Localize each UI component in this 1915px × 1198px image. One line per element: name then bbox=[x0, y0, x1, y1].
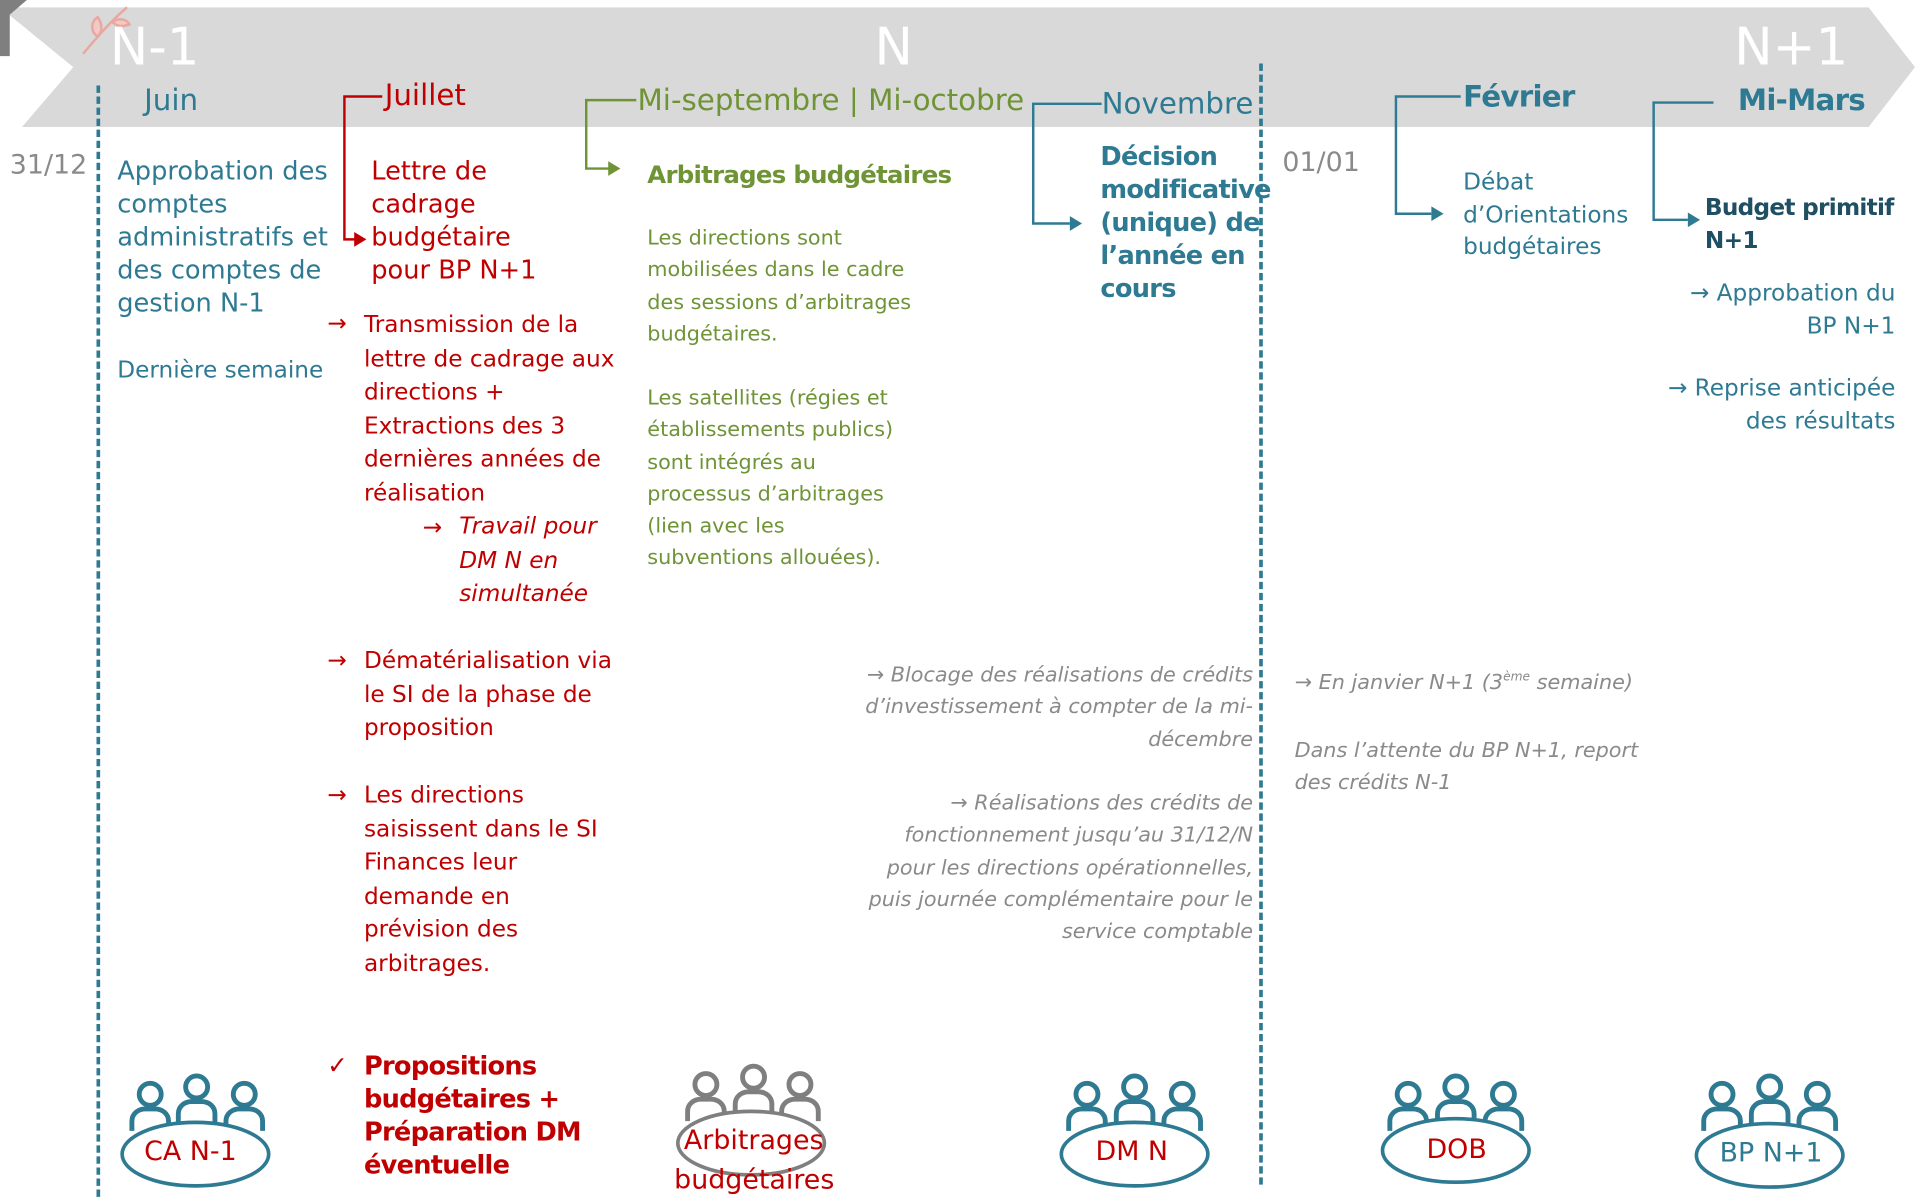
juillet-propositions: Propositions budgétaires + Préparation D… bbox=[363, 1051, 582, 1180]
novembre-title: Décision modificative (unique) de l’anné… bbox=[1100, 141, 1271, 303]
juillet-bullet1: Transmission de la lettre de cadrage aux… bbox=[363, 311, 615, 507]
arbitrages-para2: Les satellites (régies et établissements… bbox=[647, 385, 894, 571]
period-mi-mars: Mi-Mars bbox=[1737, 83, 1866, 118]
year-n-minus-1: N-1 bbox=[109, 17, 200, 77]
check-icon: ✓ bbox=[327, 1050, 348, 1080]
date-end-year: 31/12 bbox=[9, 150, 88, 181]
meeting-ca: CA N-1 bbox=[144, 1137, 237, 1168]
mars-item-reprise: → Reprise anticipée des résultats bbox=[1667, 374, 1896, 435]
period-novembre: Novembre bbox=[1101, 86, 1254, 121]
separator-line-left bbox=[96, 85, 101, 1197]
people-group-icon bbox=[1380, 1076, 1531, 1185]
juillet-sub1: Travail pour DM N en simultanée bbox=[459, 512, 597, 607]
note-report-credits: Dans l’attente du BP N+1, report des cré… bbox=[1294, 738, 1639, 796]
meeting-arbitrages-line1: Arbitrages bbox=[683, 1126, 824, 1157]
separator-line-right bbox=[1259, 63, 1263, 1185]
year-n-plus-1: N+1 bbox=[1734, 17, 1849, 77]
juillet-sub1-arrow: → bbox=[422, 514, 443, 542]
juillet-bullet1-arrow: → bbox=[327, 310, 347, 338]
date-start-year: 01/01 bbox=[1282, 147, 1360, 179]
arbitrages-para1: Les directions sont mobilisées dans le c… bbox=[647, 225, 912, 347]
meeting-icons bbox=[120, 1050, 1845, 1189]
juillet-title: Lettre de cadrage budgétaire pour BP N+1 bbox=[371, 156, 537, 285]
juillet-bullet3: Les directions saisissent dans le SI Fin… bbox=[363, 781, 598, 977]
note-janvier-sup: ème bbox=[1503, 670, 1531, 685]
juillet-bullet3-arrow: → bbox=[327, 781, 347, 809]
meeting-dob: DOB bbox=[1426, 1134, 1487, 1166]
period-juin: Juin bbox=[144, 83, 199, 118]
period-juillet: Juillet bbox=[384, 78, 466, 113]
people-group-icon bbox=[675, 1066, 827, 1177]
meeting-arbitrages-line2: budgétaires bbox=[674, 1165, 835, 1196]
people-group-icon bbox=[1694, 1076, 1845, 1189]
note-realisations-fonctionnement: → Réalisations des crédits de fonctionne… bbox=[868, 791, 1254, 945]
connector-lines bbox=[343, 95, 1714, 247]
note-blocage-investissement: → Blocage des réalisations de crédits d’… bbox=[865, 663, 1254, 752]
mars-item-approbation: → Approbation du BP N+1 bbox=[1689, 279, 1896, 339]
meeting-dm: DM N bbox=[1095, 1137, 1169, 1168]
flag-corner-icon bbox=[0, 0, 27, 57]
people-group-icon bbox=[120, 1076, 271, 1188]
juillet-bullet2: Dématérialisation via le SI de la phase … bbox=[363, 647, 612, 742]
juin-timing: Dernière semaine bbox=[117, 356, 324, 384]
note-janvier-prefix: → En janvier N+1 (3 bbox=[1294, 670, 1504, 695]
year-n: N bbox=[874, 17, 913, 77]
period-fevrier: Février bbox=[1463, 79, 1575, 114]
juillet-bullet2-arrow: → bbox=[327, 647, 347, 675]
fevrier-title: Débat d’Orientations budgétaires bbox=[1463, 168, 1629, 261]
note-janvier: → En janvier N+1 (3ème semaine) bbox=[1295, 670, 1633, 694]
juin-title: Approbation des comptes administratifs e… bbox=[117, 156, 328, 318]
mars-title: Budget primitif N+1 bbox=[1704, 194, 1894, 254]
note-janvier-suffix: semaine) bbox=[1530, 670, 1633, 695]
arbitrages-title: Arbitrages budgétaires bbox=[647, 159, 952, 190]
meeting-bp: BP N+1 bbox=[1719, 1138, 1823, 1169]
people-group-icon bbox=[1059, 1076, 1210, 1188]
leaf-decoration-icon bbox=[82, 6, 132, 55]
period-sept-oct: Mi-septembre | Mi-octobre bbox=[637, 83, 1025, 118]
